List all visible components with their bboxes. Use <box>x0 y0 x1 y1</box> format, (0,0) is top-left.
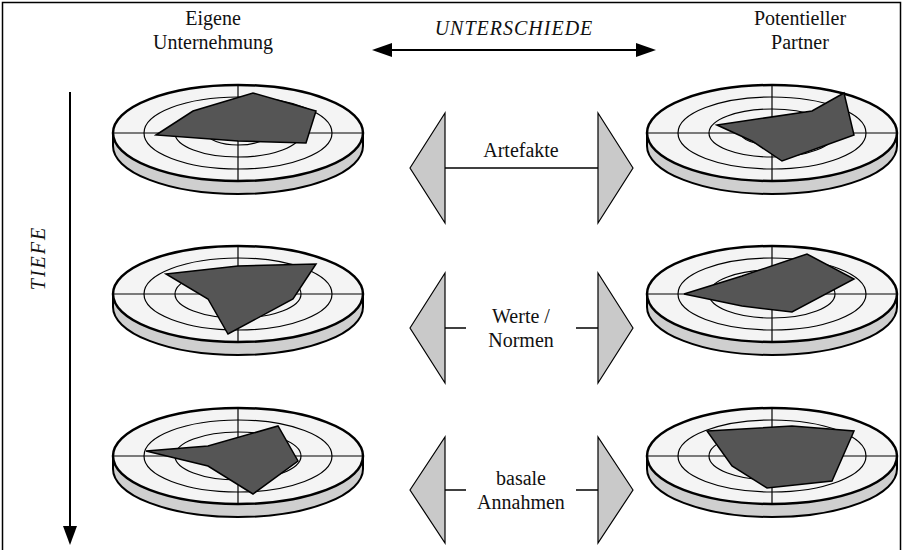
comparison-arrow <box>410 437 633 543</box>
column-heading: Potentieller Partner <box>735 6 865 54</box>
axis-heading: UNTERSCHIEDE <box>414 16 614 40</box>
radar-disc <box>647 85 897 194</box>
radar-disc <box>113 85 363 194</box>
arrow-head <box>63 526 77 545</box>
difference-arrow <box>390 49 638 51</box>
layer-label: Artefakte <box>456 138 586 162</box>
layer-label: basale Annahmen <box>466 464 576 516</box>
column-heading: Eigene Unternehmung <box>138 6 288 54</box>
radar-disc <box>647 246 897 355</box>
radar-disc <box>113 246 363 355</box>
comparison-arrow <box>410 113 633 223</box>
depth-arrow <box>69 92 71 528</box>
layer-label: Werte / Normen <box>466 302 576 354</box>
frame <box>3 3 901 550</box>
radar-disc <box>647 408 897 517</box>
radar-disc <box>113 408 363 517</box>
arrow-head <box>636 43 656 57</box>
comparison-arrow <box>410 273 633 383</box>
axis-heading: TIEFE <box>26 198 50 318</box>
arrow-head <box>372 43 392 57</box>
